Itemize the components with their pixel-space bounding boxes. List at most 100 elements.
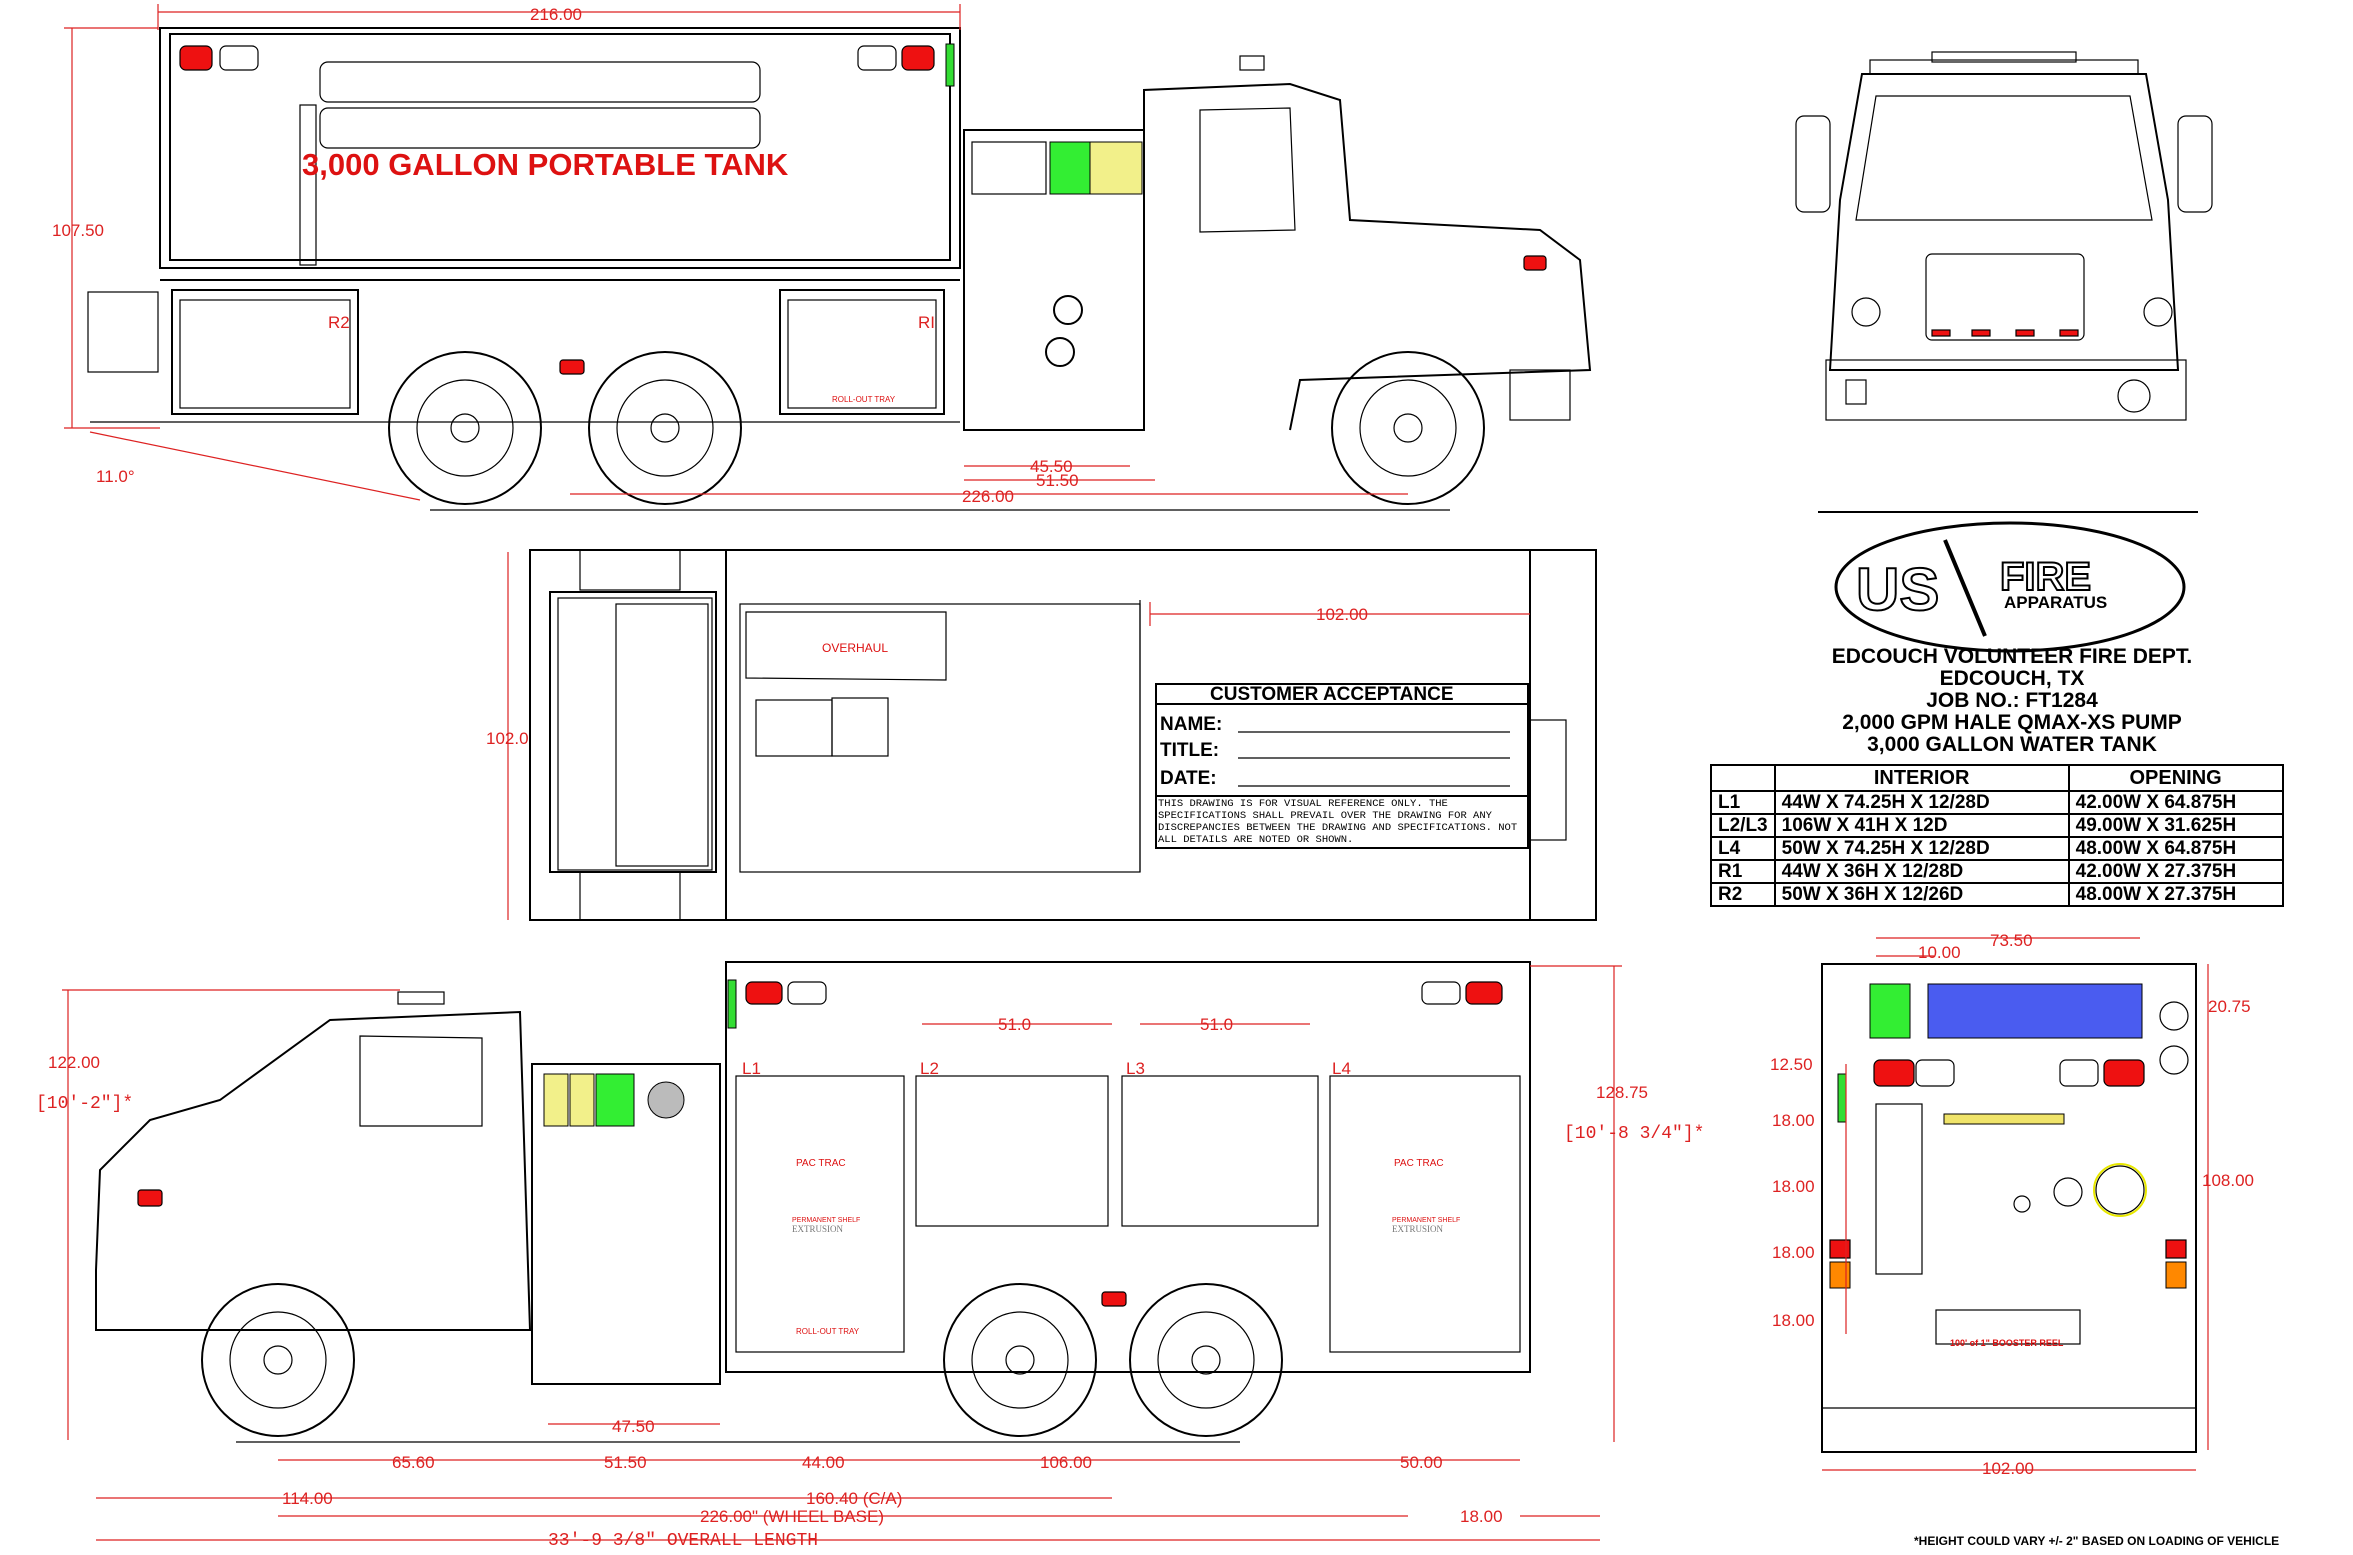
dim-side-height: 122.00	[48, 1053, 100, 1072]
dim-side-height-ft: [10'-2"]*	[36, 1094, 133, 1114]
dim-rear-bw: 102.00	[1982, 1459, 2034, 1478]
table-header: OPENING	[2067, 764, 2284, 792]
table-header: INTERIOR	[1773, 764, 2070, 792]
wheel	[1331, 351, 1485, 505]
plan-view	[507, 549, 1597, 921]
tray-label-top: ROLL-OUT TRAY	[832, 395, 896, 404]
extrusion-l1: EXTRUSION	[792, 1224, 843, 1234]
dim-rear-r1: 12.50	[1770, 1055, 1813, 1074]
cell-id: R1	[1710, 859, 1776, 884]
cell-interior: 50W X 36H X 12/26D	[1773, 882, 2070, 907]
dim-rear-height: 128.75	[1596, 1083, 1648, 1102]
cell-id: R2	[1710, 882, 1776, 907]
dim-c: 51.50	[604, 1453, 647, 1472]
dim-top-length: 216.00	[530, 5, 582, 24]
acceptance-name: NAME:	[1160, 714, 1222, 735]
compartment-l2: L2	[920, 1059, 939, 1078]
acceptance-title-field: TITLE:	[1160, 740, 1219, 761]
dim-top-wheelbase: 226.00	[962, 487, 1014, 506]
dim-top-d1: 45.50	[1030, 457, 1073, 476]
acceptance-title: CUSTOMER ACCEPTANCE	[1210, 684, 1454, 705]
compartment-r1-label: RI	[918, 313, 935, 332]
compartment-l3: L3	[1126, 1059, 1145, 1078]
logo-fire: FIRE	[2000, 555, 2091, 599]
us-fire-logo	[1834, 521, 2186, 653]
dim-ca: 160.40 (C/A)	[806, 1489, 902, 1508]
dim-plan-length: 102.00	[1316, 605, 1368, 624]
dim-d: 44.00	[802, 1453, 845, 1472]
info-line-3: JOB NO.: FT1284	[1926, 689, 2098, 712]
dim-rear-r5: 18.00	[1772, 1311, 1815, 1330]
rear-view	[1821, 937, 2209, 1471]
dim-plan-width: 102.0	[486, 729, 529, 748]
shelf-l4: PERMANENT SHELF	[1392, 1217, 1460, 1224]
cell-interior: 44W X 36H X 12/28D	[1773, 859, 2070, 884]
dim-a: 47.50	[612, 1417, 655, 1436]
tray-label-bottom: ROLL-OUT TRAY	[796, 1327, 860, 1336]
table-header	[1710, 764, 1776, 792]
dim-overall: 33'-9 3/8" OVERALL LENGTH	[548, 1531, 818, 1551]
dim-top-d2: 51.50	[1036, 471, 1079, 490]
dim-s1: 51.0	[998, 1015, 1031, 1034]
dim-rear-r3: 18.00	[1772, 1177, 1815, 1196]
logo-apparatus: APPARATUS	[2004, 593, 2107, 612]
cell-opening: 42.00W X 64.875H	[2067, 790, 2284, 815]
info-line-1: EDCOUCH VOLUNTEER FIRE DEPT.	[1832, 645, 2193, 668]
cell-interior: 106W X 41H X 12D	[1773, 813, 2070, 838]
dim-g: 114.00	[282, 1489, 333, 1508]
dim-rear-top: 20.75	[2208, 997, 2251, 1016]
acceptance-date: DATE:	[1160, 768, 1217, 789]
cell-interior: 44W X 74.25H X 12/28D	[1773, 790, 2070, 815]
compartment-l4: L4	[1332, 1059, 1351, 1078]
wheel	[588, 351, 742, 505]
dim-rear: 18.00	[1460, 1507, 1503, 1526]
cell-interior: 50W X 74.25H X 12/28D	[1773, 836, 2070, 861]
pac-trac-l4: PAC TRAC	[1394, 1158, 1444, 1169]
pac-trac-l1: PAC TRAC	[796, 1158, 846, 1169]
table-header-row: INTERIOR OPENING	[1710, 764, 2284, 792]
dim-angle: 11.0°	[96, 467, 135, 486]
dim-rear-r4: 18.00	[1772, 1243, 1815, 1262]
dim-f: 50.00	[1400, 1453, 1443, 1472]
cell-opening: 42.00W X 27.375H	[2067, 859, 2284, 884]
cell-id: L1	[1710, 790, 1776, 815]
passenger-side-view	[64, 4, 1592, 511]
tank-label: 3,000 GALLON PORTABLE TANK	[302, 147, 789, 182]
booster-reel-label: 100' of 1" BOOSTER REEL	[1950, 1338, 2064, 1348]
driver-side-view	[62, 961, 1622, 1541]
front-view	[1795, 51, 2213, 513]
dim-wb: 226.00" (WHEEL BASE)	[700, 1507, 884, 1526]
dim-s2: 51.0	[1200, 1015, 1233, 1034]
shelf-l1: PERMANENT SHELF	[792, 1217, 860, 1224]
dim-rear-w1: 73.50	[1990, 931, 2033, 950]
dim-rear-r2: 18.00	[1772, 1111, 1815, 1130]
cell-id: L4	[1710, 836, 1776, 861]
footnote: *HEIGHT COULD VARY +/- 2" BASED ON LOADI…	[1914, 1534, 2279, 1548]
logo-us: US	[1856, 556, 1939, 623]
info-line-5: 3,000 GALLON WATER TANK	[1867, 733, 2157, 756]
disclaimer: THIS DRAWING IS FOR VISUAL REFERENCE ONL…	[1158, 798, 1517, 846]
dim-top-height: 107.50	[52, 221, 104, 240]
cell-opening: 49.00W X 31.625H	[2067, 813, 2284, 838]
cell-opening: 48.00W X 64.875H	[2067, 836, 2284, 861]
cell-id: L2/L3	[1710, 813, 1776, 838]
dim-rear-w2: 10.00	[1918, 943, 1961, 962]
dim-rear-h: 108.00	[2202, 1171, 2254, 1190]
compartment-l1: L1	[742, 1059, 761, 1078]
cell-opening: 48.00W X 27.375H	[2067, 882, 2284, 907]
dim-rear-height-ft: [10'-8 3/4"]*	[1564, 1124, 1704, 1144]
info-line-2: EDCOUCH, TX	[1940, 667, 2085, 690]
wheel	[201, 1283, 355, 1437]
overhaul-label: OVERHAUL	[822, 641, 888, 655]
wheel	[388, 351, 542, 505]
info-line-4: 2,000 GPM HALE QMAX-XS PUMP	[1842, 711, 2182, 734]
dim-b: 65.60	[392, 1453, 435, 1472]
compartment-r2-label: R2	[328, 313, 350, 332]
